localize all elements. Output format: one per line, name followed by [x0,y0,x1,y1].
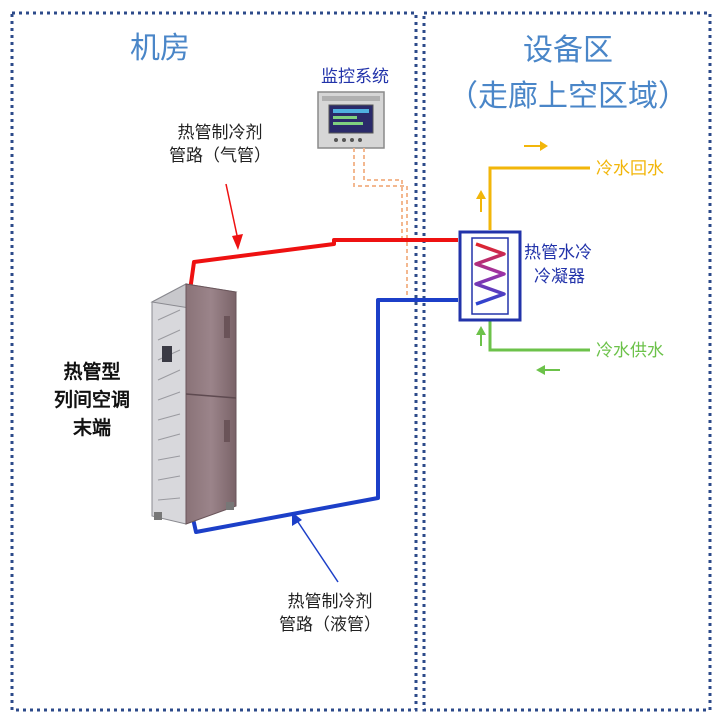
liquid-refrigerant-pipe [188,298,458,534]
signal-lines [353,148,408,298]
condenser-label-line1: 热管水冷 [524,243,592,263]
heat-exchanger-coil-icon [474,242,506,306]
supply-water-up-arrow [476,326,486,346]
supply-water-flow-arrow [536,365,560,375]
monitoring-system-label: 监控系统 [321,67,389,87]
chilled-water-supply-pipe [488,318,590,352]
chilled-water-supply-label: 冷水供水 [596,341,664,361]
return-water-flow-arrow [524,141,548,151]
equipment-area-title: 设备区 [523,33,613,68]
chilled-water-return-label: 冷水回水 [596,159,664,179]
liquid-pipe-label-line2: 管路（液管） [279,615,381,635]
machine-room-title: 机房 [130,31,190,66]
gas-pipe-label-line1: 热管制冷剂 [178,123,263,143]
liquid-pipe-label-line1: 热管制冷剂 [288,592,373,612]
equipment-area-border [422,11,712,712]
monitoring-panel-icon [317,91,385,149]
condenser-inner-frame [471,237,509,315]
gas-pipe-label-line2: 管路（气管） [169,146,271,166]
machine-room-border [10,11,418,712]
terminal-label-line3: 末端 [73,416,111,439]
water-cooled-condenser [458,230,522,322]
terminal-label-line1: 热管型 [63,360,120,383]
return-water-up-arrow [476,190,486,212]
server-cabinet-icon [150,283,238,525]
terminal-label-line2: 列间空调 [54,388,130,411]
condenser-label-line2: 冷凝器 [534,267,585,287]
gas-pipe-pointer [225,183,243,250]
equipment-area-subtitle: （走廊上空区域） [448,79,688,114]
chilled-water-return-pipe [488,166,590,230]
gas-refrigerant-pipe [186,238,458,306]
liquid-pipe-pointer [292,512,339,583]
